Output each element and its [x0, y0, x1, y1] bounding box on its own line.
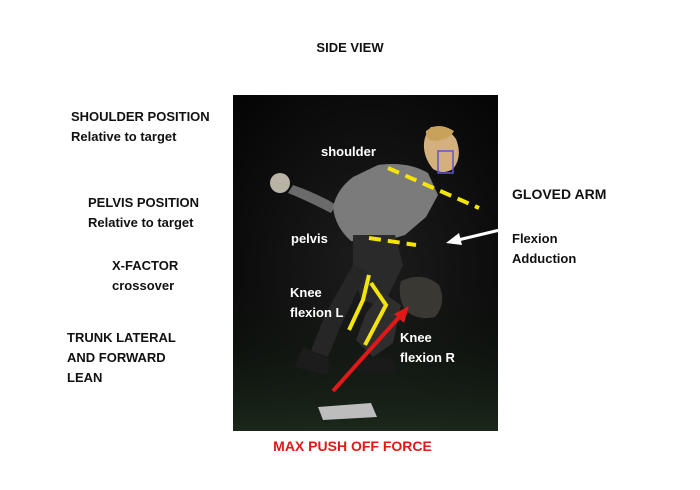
pelvis-line	[368, 236, 417, 247]
gloved-arm-label: GLOVED ARM	[512, 186, 607, 202]
jersey	[333, 164, 438, 243]
diagram-title: SIDE VIEW	[316, 40, 384, 55]
pitcher-figure	[270, 126, 459, 375]
x-factor-line2: crossover	[112, 278, 175, 293]
knee-right-label: Knee flexion R	[400, 328, 455, 368]
knee-right-line1: Knee	[400, 330, 432, 345]
trunk-lean-label: TRUNK LATERAL AND FORWARD LEAN	[67, 328, 176, 388]
pelvis-label: pelvis	[291, 231, 328, 246]
face-mask	[437, 150, 454, 174]
hair	[425, 126, 454, 141]
knee-right-marker	[363, 281, 389, 346]
knee-left-label: Knee flexion L	[290, 283, 343, 323]
pitcher-photo	[233, 95, 498, 431]
max-push-off-label: MAX PUSH OFF FORCE	[273, 438, 432, 454]
pelvis-position-label: PELVIS POSITION Relative to target	[88, 193, 199, 233]
pitching-rubber	[318, 403, 377, 420]
pitcher-photo-graphic	[233, 95, 498, 431]
knee-right-line2: flexion R	[400, 350, 455, 365]
flexion-pointer-head	[446, 233, 462, 245]
shoulder-position-label: SHOULDER POSITION Relative to target	[71, 107, 210, 147]
x-factor-label: X-FACTOR crossover	[112, 256, 178, 296]
knee-left-line2: flexion L	[290, 305, 344, 320]
trunk-lean-line3: LEAN	[67, 370, 103, 385]
push-force-arrowhead	[394, 306, 409, 323]
knee-left-marker	[347, 274, 371, 331]
throwing-arm	[288, 185, 336, 213]
flexion-pointer-arrow	[446, 227, 505, 245]
shoulder-label: shoulder	[321, 144, 376, 159]
glove	[399, 276, 443, 319]
pelvis-position-line2: Relative to target	[88, 215, 194, 230]
x-factor-line1: X-FACTOR	[112, 258, 179, 273]
shoulder-position-line2: Relative to target	[71, 129, 177, 144]
cleat-back	[356, 357, 396, 373]
trunk-lean-line1: TRUNK LATERAL	[67, 330, 176, 345]
flexion-line: Flexion	[512, 231, 558, 246]
flexion-adduction-label: Flexion Adduction	[512, 229, 576, 269]
front-leg	[311, 265, 367, 357]
shoulder-position-line1: SHOULDER POSITION	[71, 109, 210, 124]
shoulder-line	[387, 166, 480, 210]
trunk-lean-line2: AND FORWARD	[67, 350, 166, 365]
pelvis-position-line1: PELVIS POSITION	[88, 195, 200, 210]
knee-left-line1: Knee	[290, 285, 322, 300]
cleat-front	[295, 347, 329, 375]
adduction-line: Adduction	[512, 251, 577, 266]
flexion-pointer-shaft	[457, 227, 505, 242]
softball	[270, 173, 290, 193]
push-force-arrow-shaft	[331, 313, 403, 393]
